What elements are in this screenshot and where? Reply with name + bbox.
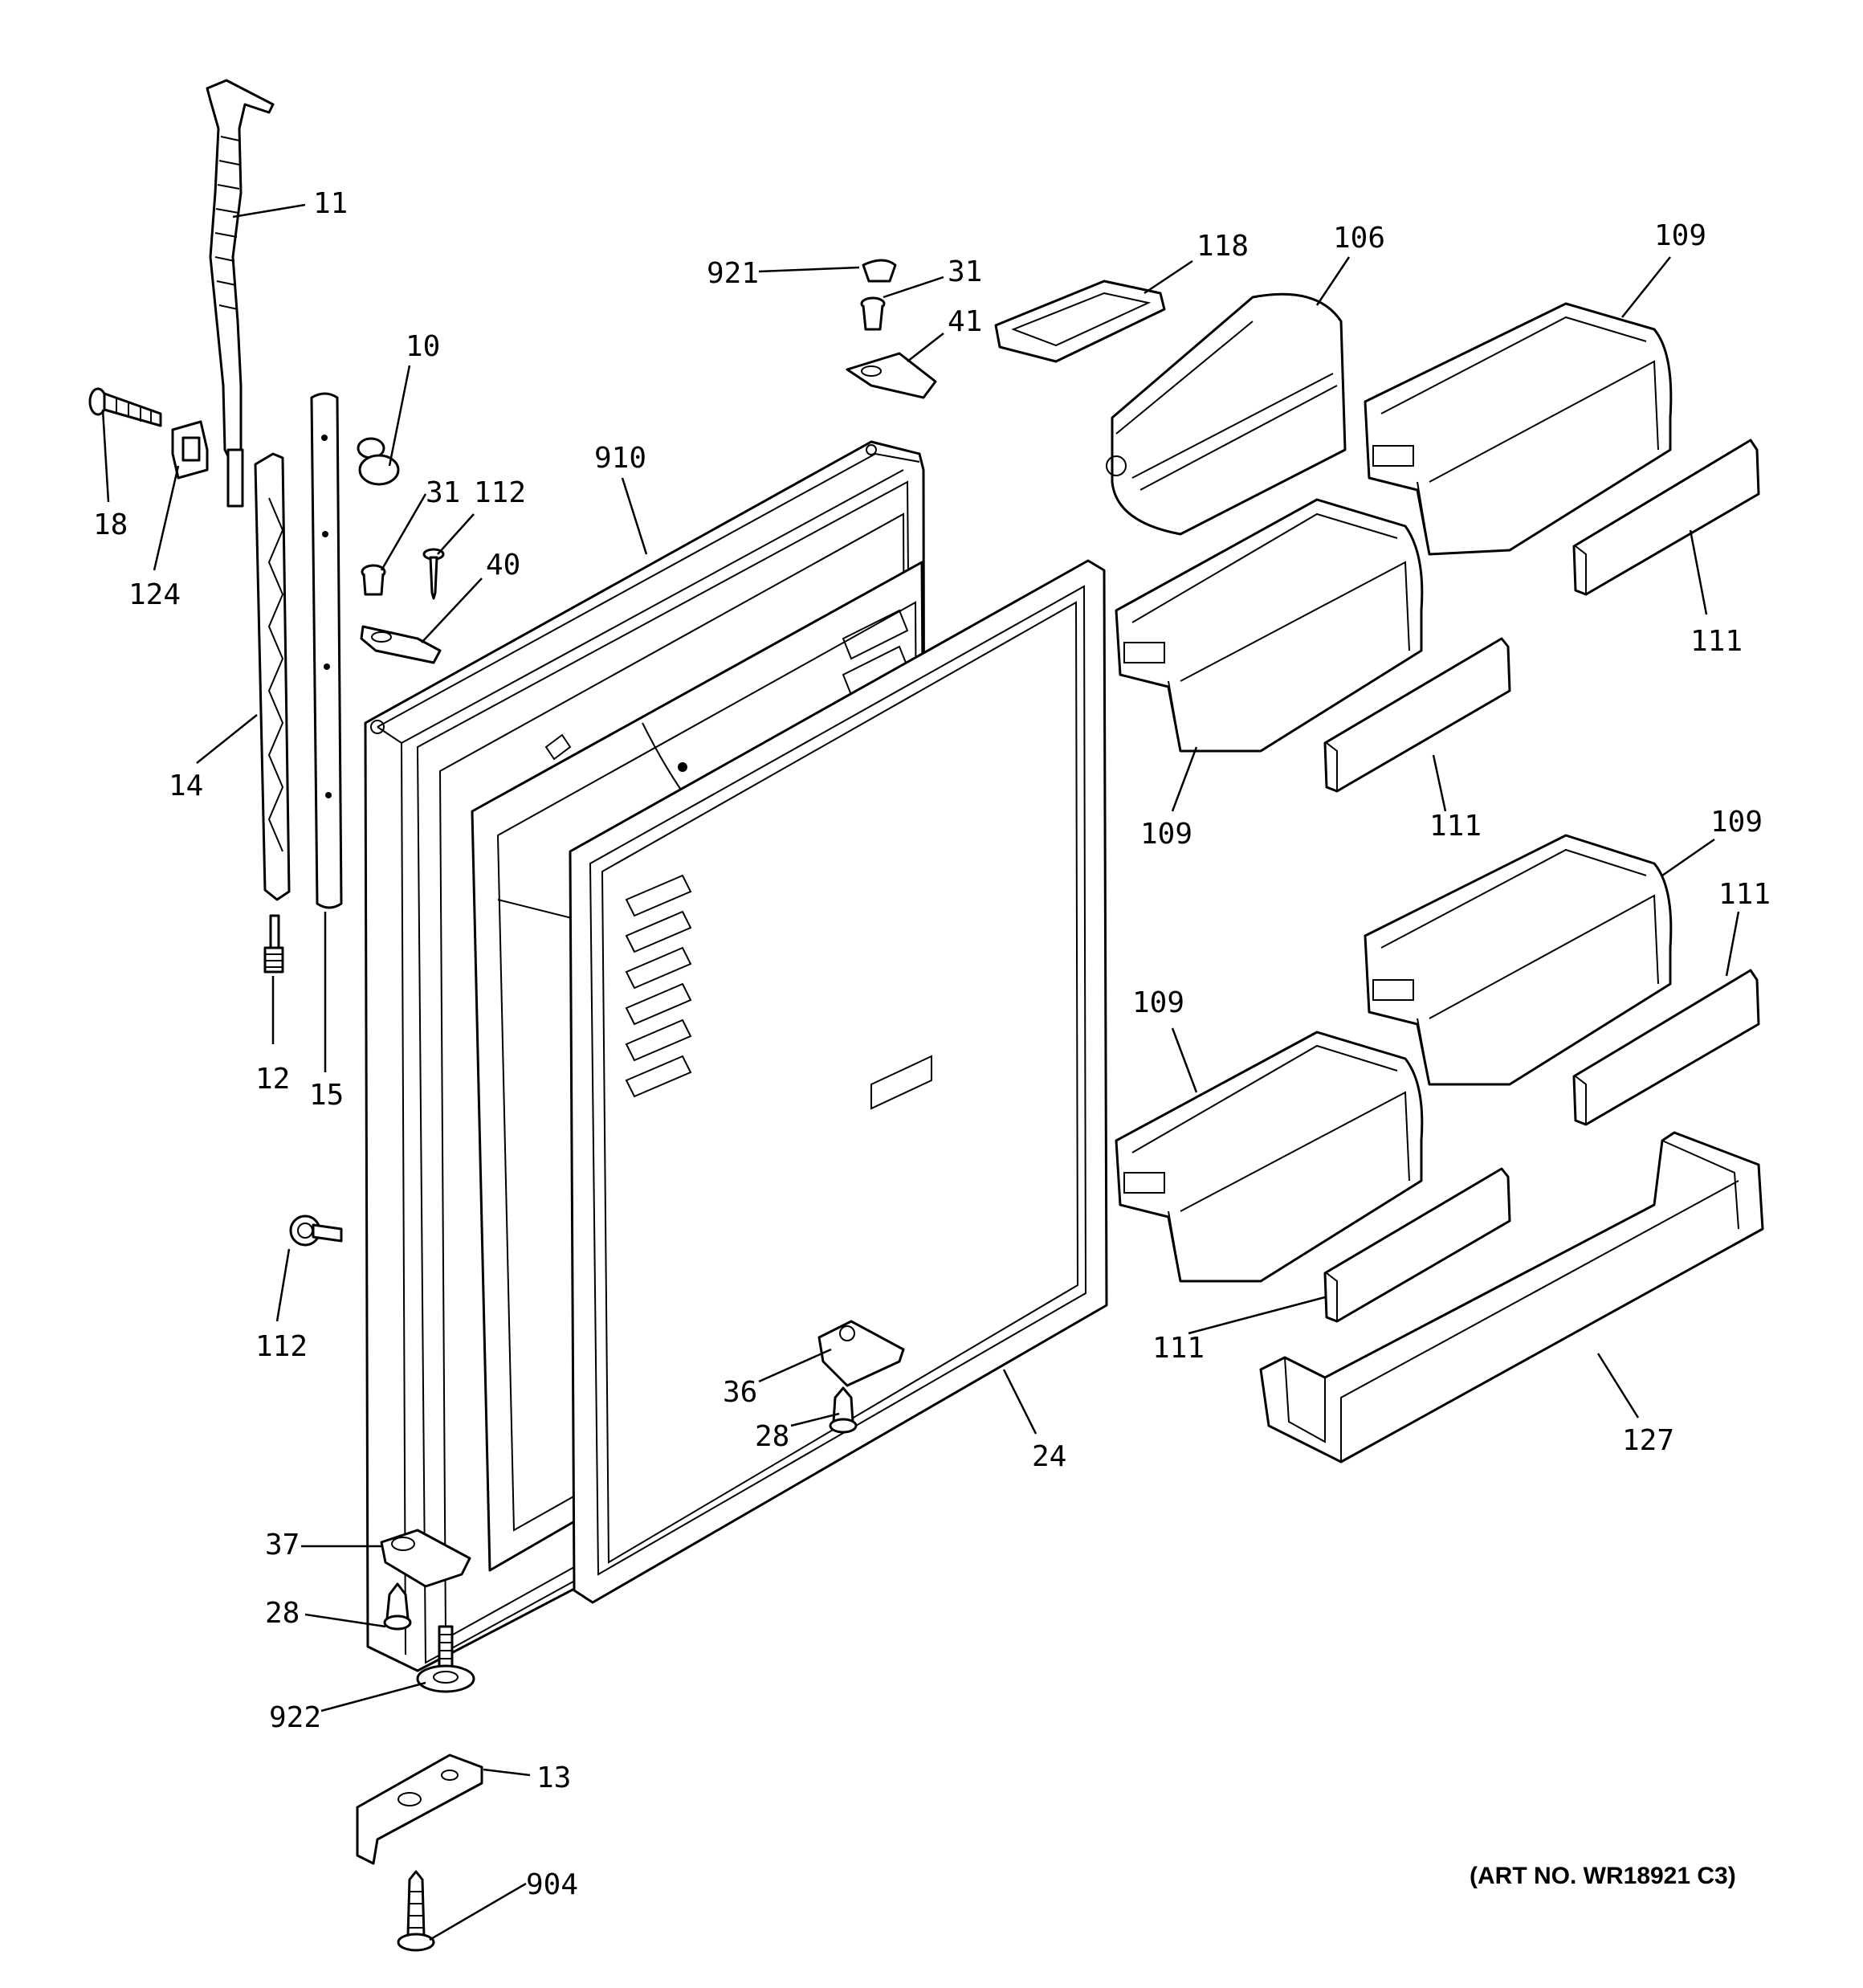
callout-13: 13 bbox=[536, 1761, 571, 1794]
callout-127: 127 bbox=[1622, 1424, 1674, 1457]
bin-part-109-bottom-left bbox=[1115, 1031, 1424, 1283]
callout-109-top-right: 109 bbox=[1654, 219, 1706, 252]
bracket-part-36 bbox=[817, 1320, 905, 1387]
callout-28-bottom: 28 bbox=[265, 1597, 300, 1630]
tray-part-118 bbox=[994, 280, 1166, 363]
screw-part-18 bbox=[88, 387, 162, 427]
strip-part-15 bbox=[310, 392, 343, 909]
screw-part-112-top bbox=[422, 548, 445, 600]
screw-part-922 bbox=[416, 1625, 475, 1693]
clip-part-124 bbox=[171, 420, 209, 480]
pin-part-28-bottom bbox=[383, 1582, 412, 1631]
callout-124: 124 bbox=[128, 578, 181, 611]
bushing-part-31-left bbox=[361, 564, 386, 596]
bin-part-127 bbox=[1259, 1131, 1764, 1463]
callout-31-left: 31 bbox=[426, 476, 460, 509]
callout-109-mid-left: 109 bbox=[1140, 818, 1192, 851]
gasket-part-24 bbox=[569, 559, 1108, 1604]
leader-lines bbox=[101, 203, 1740, 1941]
callout-36: 36 bbox=[723, 1376, 757, 1409]
callout-10: 10 bbox=[406, 330, 440, 363]
screw-part-904 bbox=[397, 1870, 435, 1952]
callout-109-bottom-left: 109 bbox=[1132, 986, 1184, 1019]
callout-12: 12 bbox=[255, 1063, 290, 1096]
callout-14: 14 bbox=[169, 769, 203, 802]
trim-part-111-top-right bbox=[1572, 439, 1760, 596]
dairy-door-part-106 bbox=[1106, 292, 1347, 536]
callout-28-center: 28 bbox=[755, 1420, 789, 1453]
callout-111-mid-left: 111 bbox=[1429, 810, 1482, 843]
callout-922: 922 bbox=[269, 1701, 321, 1734]
bin-part-109-mid-right bbox=[1364, 834, 1673, 1086]
callout-40: 40 bbox=[486, 549, 520, 582]
bracket-part-40 bbox=[360, 625, 442, 664]
callout-111-mid-right: 111 bbox=[1718, 878, 1771, 911]
bushing-part-31-top bbox=[860, 296, 886, 331]
callout-labels: 11 18 124 14 15 12 10 31 112 40 910 921 … bbox=[93, 187, 1771, 1901]
callout-41: 41 bbox=[948, 305, 982, 338]
pin-part-12 bbox=[263, 914, 284, 974]
callout-31-top: 31 bbox=[948, 255, 982, 288]
callout-11: 11 bbox=[313, 187, 348, 220]
callout-904: 904 bbox=[526, 1868, 578, 1901]
callout-118: 118 bbox=[1196, 230, 1249, 263]
art-number: (ART NO. WR18921 C3) bbox=[1470, 1863, 1736, 1889]
handle-part-11 bbox=[206, 79, 275, 508]
callout-112-top: 112 bbox=[474, 476, 526, 509]
callout-921: 921 bbox=[707, 257, 759, 290]
channel-part-14 bbox=[254, 452, 291, 901]
callout-112-side: 112 bbox=[255, 1330, 308, 1363]
callout-15: 15 bbox=[309, 1079, 344, 1112]
callout-111-top-right: 111 bbox=[1690, 625, 1743, 658]
callout-24: 24 bbox=[1032, 1440, 1066, 1473]
bin-part-109-top-right bbox=[1364, 302, 1673, 556]
callout-18: 18 bbox=[93, 508, 128, 541]
trim-part-111-mid-left bbox=[1323, 637, 1511, 793]
plug-part-10 bbox=[357, 437, 400, 486]
callout-111-bottom-left: 111 bbox=[1152, 1332, 1205, 1365]
callout-910: 910 bbox=[594, 442, 646, 475]
bin-part-109-mid-left bbox=[1115, 498, 1424, 753]
bracket-part-41 bbox=[846, 352, 937, 399]
callout-106: 106 bbox=[1333, 222, 1385, 255]
callout-37: 37 bbox=[265, 1529, 300, 1561]
trim-part-111-bottom-left bbox=[1323, 1167, 1511, 1323]
bracket-part-37 bbox=[380, 1529, 471, 1588]
callout-109-mid-right: 109 bbox=[1710, 806, 1763, 839]
screw-part-112-side bbox=[289, 1214, 343, 1247]
trim-part-111-mid-right bbox=[1572, 969, 1760, 1126]
hinge-part-13 bbox=[356, 1753, 483, 1865]
cap-part-921 bbox=[862, 259, 897, 283]
